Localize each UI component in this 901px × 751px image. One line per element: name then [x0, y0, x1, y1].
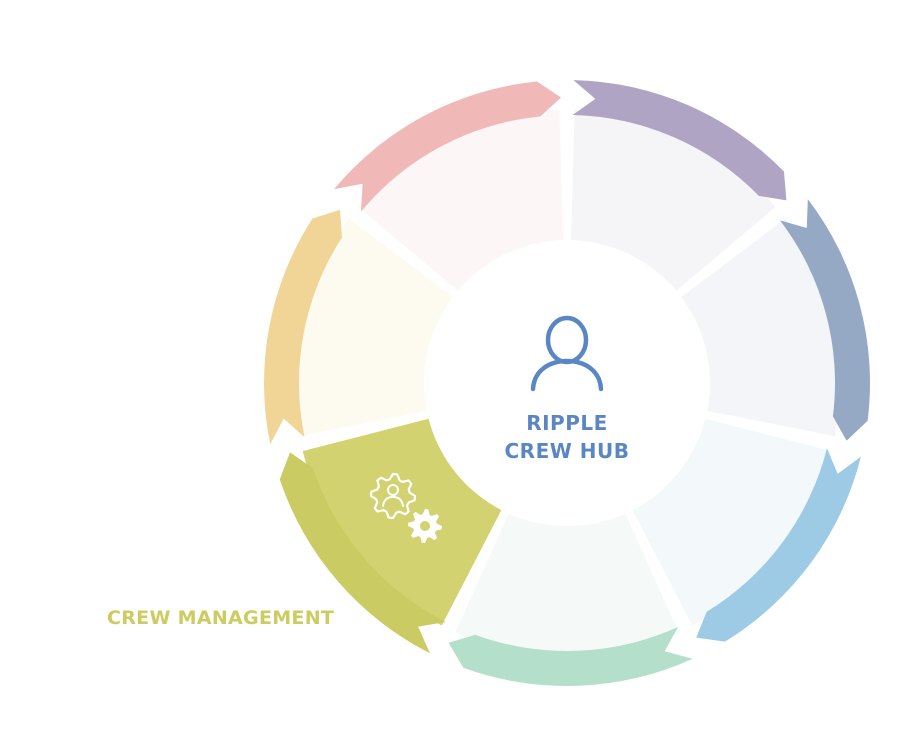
arrow-arc-segment-slate[interactable] — [779, 199, 871, 441]
center-hub — [424, 240, 710, 526]
small-gear-hole — [420, 521, 430, 531]
wedge-segment-slate[interactable] — [680, 218, 841, 437]
wedge-segment-crew-management[interactable] — [302, 418, 502, 626]
large-gear-icon — [369, 472, 417, 520]
wedge-segment-amber[interactable] — [293, 218, 454, 437]
arrow-arc-segment-sky[interactable] — [696, 448, 861, 642]
arrow-arc-segment-mint[interactable] — [448, 626, 693, 687]
arrow-arc-segment-amber[interactable] — [264, 209, 342, 445]
arrow-arc-segment-crew-management[interactable] — [279, 452, 446, 654]
wedge-segment-sky[interactable] — [632, 418, 832, 626]
wedge-segment-rose[interactable] — [358, 110, 564, 292]
segment-wedges — [293, 110, 841, 657]
wedge-segment-mint[interactable] — [455, 512, 679, 657]
user-icon — [530, 315, 604, 392]
person-body-icon — [382, 495, 404, 507]
segment-label-crew-management[interactable]: CREW MANAGEMENT — [107, 607, 334, 629]
wedge-segment-purple[interactable] — [570, 110, 776, 292]
arrow-arc-segment-rose[interactable] — [334, 81, 562, 212]
gear-user-icon — [369, 472, 442, 543]
hub-title-line1: RIPPLE — [526, 411, 608, 435]
hub-title-line2: CREW HUB — [505, 439, 630, 463]
segment-arrow-arcs — [264, 80, 871, 687]
arrow-arc-segment-purple[interactable] — [572, 80, 787, 201]
person-head-icon — [387, 484, 399, 496]
